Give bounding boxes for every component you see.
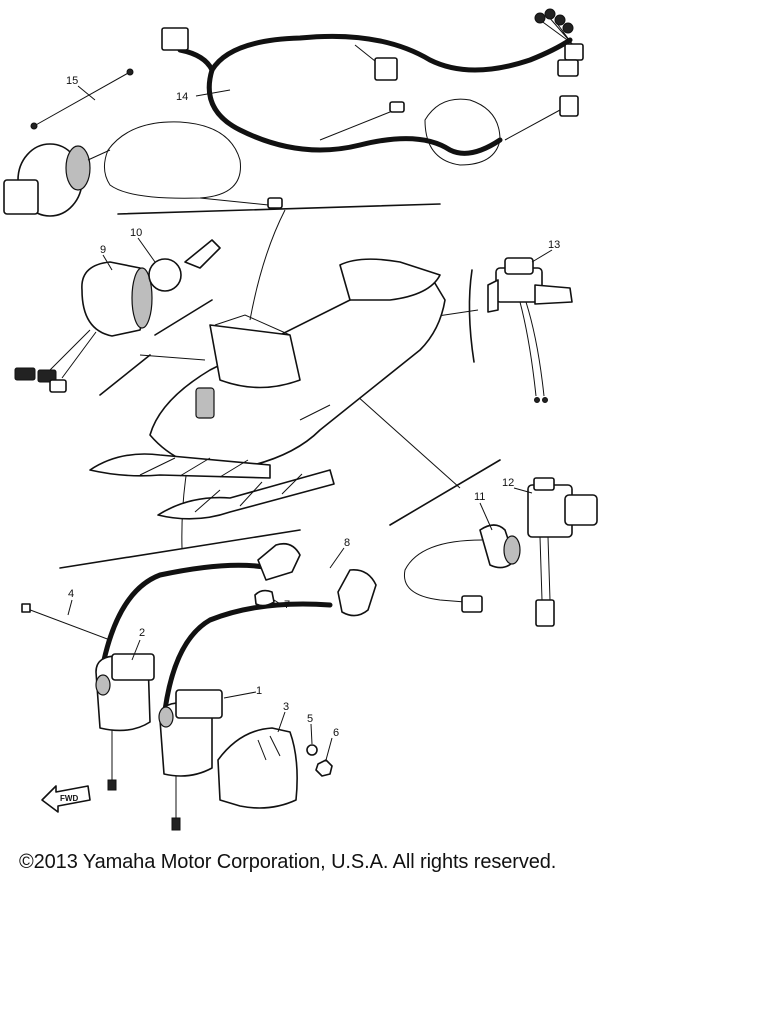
callout-1: 1	[256, 685, 262, 697]
fwd-arrow-label: FWD	[60, 794, 78, 803]
callout-8: 8	[344, 537, 350, 549]
callout-15: 15	[66, 75, 78, 87]
callout-3: 3	[283, 701, 289, 713]
part-11-12-controls	[403, 477, 598, 627]
parts-diagram: 15 14 9 10 13 11 12 4 2 1 3 5 6 7 8 FWD	[3, 8, 598, 831]
main-switch-assembly	[14, 239, 221, 393]
callout-13: 13	[548, 239, 560, 251]
multi-connector-bundle	[534, 8, 584, 77]
callout-leaders	[67, 85, 553, 761]
callout-9: 9	[100, 244, 106, 256]
divider-lines	[59, 203, 501, 569]
callout-2: 2	[139, 627, 145, 639]
wire-harness	[161, 8, 584, 166]
callout-14: 14	[176, 91, 188, 103]
ignition-coil-assembly	[21, 542, 377, 831]
callouts: 15 14 9 10 13 11 12 4 2 1 3 5 6 7 8	[66, 75, 560, 739]
part-13-switch	[487, 257, 573, 403]
callout-5: 5	[307, 713, 313, 725]
callout-12: 12	[502, 477, 514, 489]
callout-4: 4	[68, 588, 74, 600]
lamp-socket-assembly	[3, 68, 283, 217]
copyright-notice: ©2013 Yamaha Motor Corporation, U.S.A. A…	[19, 851, 557, 873]
callout-10: 10	[130, 227, 142, 239]
callout-6: 6	[333, 727, 339, 739]
callout-7: 7	[284, 599, 290, 611]
callout-11: 11	[474, 491, 485, 503]
fwd-arrow-icon: FWD	[41, 785, 91, 813]
snowmobile-outline	[89, 258, 446, 520]
